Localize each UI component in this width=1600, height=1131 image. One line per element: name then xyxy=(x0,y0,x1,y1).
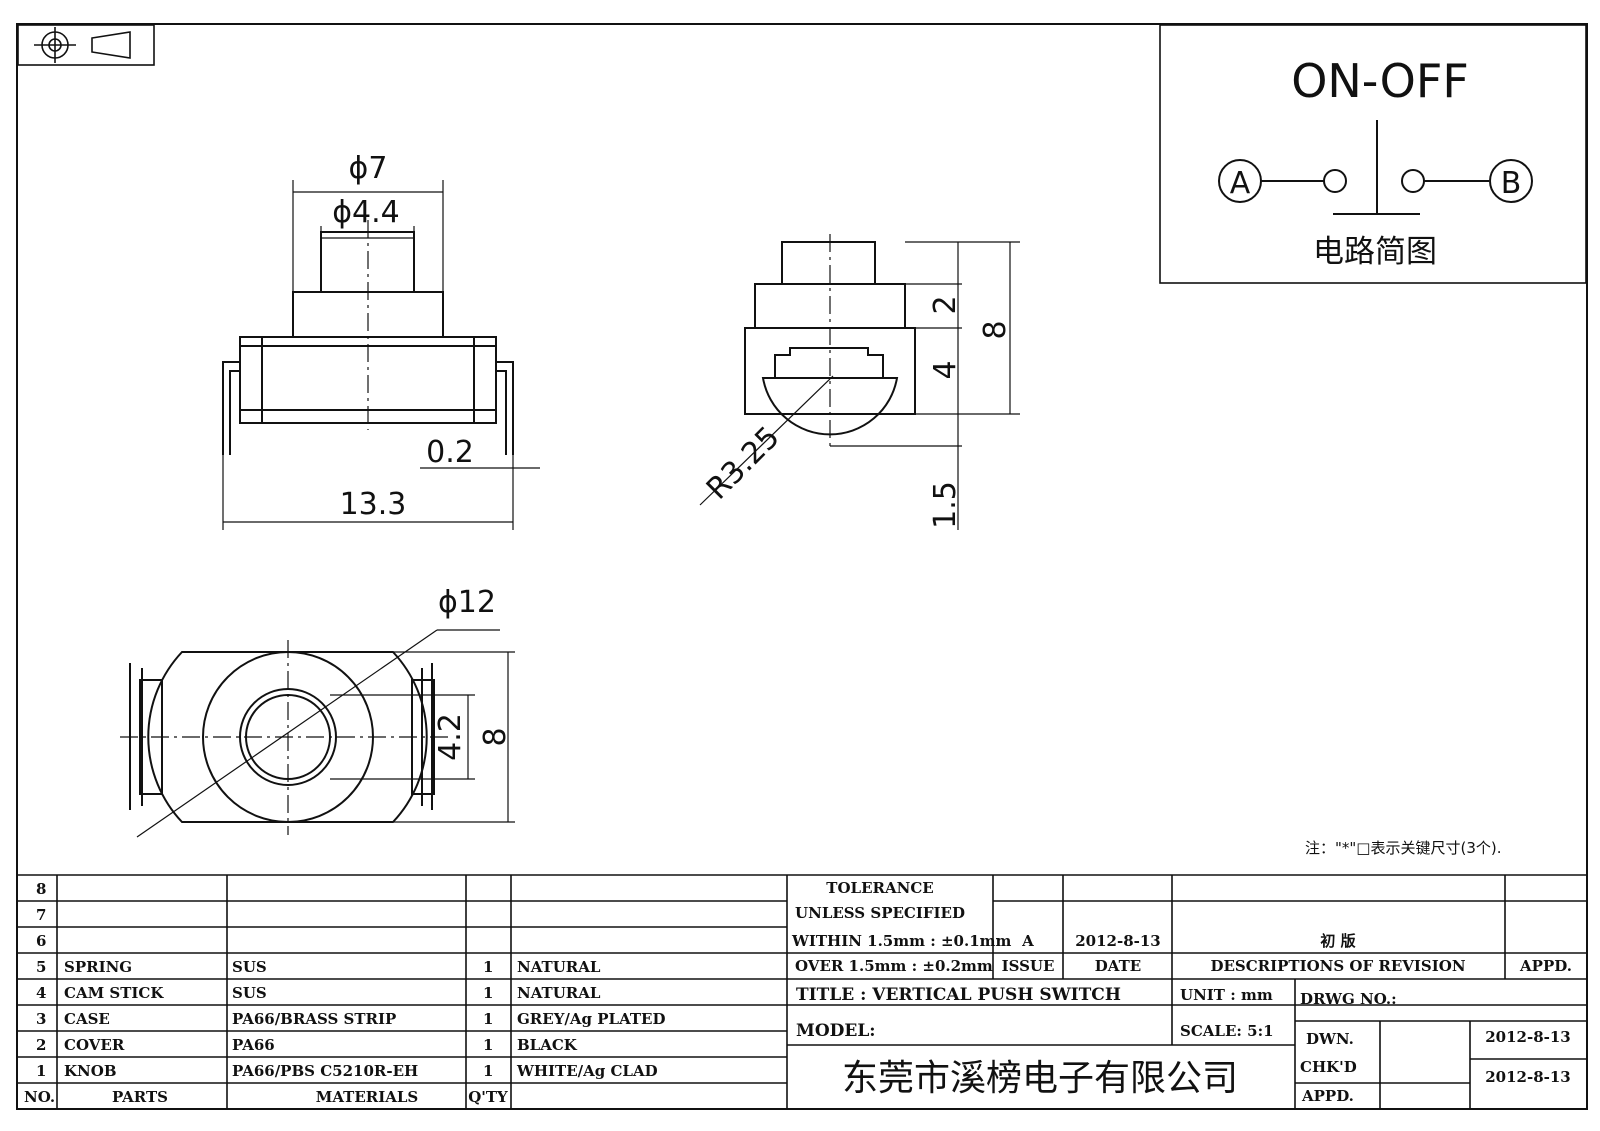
circuit-title: ON-OFF xyxy=(1291,54,1469,108)
bom-material: PA66/BRASS STRIP xyxy=(232,1010,396,1028)
bom-header-parts: PARTS xyxy=(112,1088,168,1106)
bom-header-qty: Q'TY xyxy=(468,1088,508,1106)
title-block-grid xyxy=(17,874,1587,1109)
front-view xyxy=(222,180,540,530)
bom-material: PA66 xyxy=(232,1036,275,1054)
side-view xyxy=(699,234,1020,530)
bom-no: 2 xyxy=(36,1036,46,1054)
bom-part: COVER xyxy=(64,1036,125,1054)
dim-bottom-8: 8 xyxy=(478,727,513,746)
bom-finish: NATURAL xyxy=(517,984,601,1002)
drawing-title: TITLE : VERTICAL PUSH SWITCH xyxy=(796,985,1121,1005)
bom-no: 4 xyxy=(36,984,46,1002)
bom-header-materials: MATERIALS xyxy=(316,1088,419,1106)
bom-no: 8 xyxy=(36,880,46,898)
bom-no: 1 xyxy=(36,1062,46,1080)
bom-header-no: NO. xyxy=(24,1088,55,1106)
tolerance-line1: TOLERANCE xyxy=(826,879,933,897)
approved-by-label: APPD. xyxy=(1301,1087,1354,1105)
dim-lead-thickness: 0.2 xyxy=(426,435,474,470)
tolerance-block: TOLERANCE UNLESS SPECIFIED WITHIN 1.5mm … xyxy=(791,879,1012,975)
bom-no: 3 xyxy=(36,1010,46,1028)
checked-by-label: CHK'D xyxy=(1300,1058,1357,1076)
bom-row: 3 CASE PA66/BRASS STRIP 1 GREY/Ag PLATED xyxy=(36,1010,666,1028)
tolerance-line3: WITHIN 1.5mm : ±0.1mm xyxy=(791,932,1012,950)
bom-material: SUS xyxy=(232,984,267,1002)
scale-label: SCALE: 5:1 xyxy=(1180,1022,1274,1040)
unit-label: UNIT : mm xyxy=(1180,986,1273,1004)
checked-date: 2012-8-13 xyxy=(1485,1068,1571,1086)
bom-qty: 1 xyxy=(483,958,493,976)
revision-header-issue: ISSUE xyxy=(1002,957,1055,975)
bom-row: 8 xyxy=(36,880,46,898)
bom-row: 5 SPRING SUS 1 NATURAL xyxy=(36,958,601,976)
bom-part: CASE xyxy=(64,1010,110,1028)
bom-row: 6 xyxy=(36,932,46,950)
bom-material: PA66/PBS C5210R-EH xyxy=(232,1062,418,1080)
revision-header-appd: APPD. xyxy=(1519,957,1572,975)
tolerance-line2: UNLESS SPECIFIED xyxy=(795,904,965,922)
bom-finish: WHITE/Ag CLAD xyxy=(516,1062,658,1080)
revision-date: 2012-8-13 xyxy=(1075,932,1161,950)
bom-qty: 1 xyxy=(483,1036,493,1054)
revision-header-desc: DESCRIPTIONS OF REVISION xyxy=(1210,957,1465,975)
front-view-dim-labels: ϕ7 ϕ4.4 0.2 13.3 xyxy=(332,151,474,522)
dim-height-4: 4 xyxy=(928,360,963,379)
bom-header: NO. PARTS MATERIALS Q'TY xyxy=(24,1088,508,1106)
bom-no: 5 xyxy=(36,958,46,976)
terminal-a-label: A xyxy=(1230,166,1251,201)
bom-finish: NATURAL xyxy=(517,958,601,976)
bom-row: 2 COVER PA66 1 BLACK xyxy=(36,1036,578,1054)
drawing-number-label: DRWG NO.: xyxy=(1300,990,1397,1008)
projection-symbol-icon xyxy=(17,24,155,66)
bom-part: SPRING xyxy=(64,958,132,976)
bom-part: KNOB xyxy=(64,1062,117,1080)
terminal-b-label: B xyxy=(1501,166,1522,201)
bom-table: 8 7 6 5 SPRING SUS 1 NATURAL 4 CAM STICK… xyxy=(24,880,666,1106)
circuit-caption: 电路简图 xyxy=(1313,234,1437,270)
title-block: TITLE : VERTICAL PUSH SWITCH UNIT : mm D… xyxy=(796,985,1571,1105)
terminal-b-icon xyxy=(1489,159,1533,203)
bom-material: SUS xyxy=(232,958,267,976)
bom-finish: GREY/Ag PLATED xyxy=(517,1010,666,1028)
dim-radius: R3.25 xyxy=(700,420,787,507)
dim-top-od: ϕ7 xyxy=(349,151,388,186)
drawn-by-label: DWN. xyxy=(1306,1030,1354,1048)
bottom-view xyxy=(120,629,515,838)
tolerance-line4: OVER 1.5mm : ±0.2mm xyxy=(795,957,993,975)
dim-height-1-5: 1.5 xyxy=(928,481,963,529)
bom-row: 1 KNOB PA66/PBS C5210R-EH 1 WHITE/Ag CLA… xyxy=(36,1062,658,1080)
bom-finish: BLACK xyxy=(517,1036,578,1054)
dim-height-2: 2 xyxy=(928,295,963,314)
bom-row: 4 CAM STICK SUS 1 NATURAL xyxy=(36,984,601,1002)
model-label: MODEL: xyxy=(796,1021,876,1041)
bom-qty: 1 xyxy=(483,1010,493,1028)
bom-no: 7 xyxy=(36,906,46,924)
revision-header-date: DATE xyxy=(1095,957,1141,975)
key-dimension-note: 注："*"□表示关键尺寸(3个). xyxy=(1305,839,1502,857)
bom-no: 6 xyxy=(36,932,46,950)
dim-bottom-4-2: 4.2 xyxy=(433,713,468,761)
bottom-view-dim-labels: ϕ12 4.2 8 xyxy=(433,585,513,761)
dim-width: 13.3 xyxy=(340,487,407,522)
dim-top-id: ϕ4.4 xyxy=(332,195,400,230)
circuit-diagram: ON-OFF A B 电路简图 xyxy=(1159,24,1587,284)
bom-qty: 1 xyxy=(483,984,493,1002)
side-view-dim-labels: 2 4 8 1.5 R3.25 xyxy=(700,295,1013,528)
revision-issue: A xyxy=(1021,932,1034,950)
company-name: 东莞市溪榜电子有限公司 xyxy=(842,1058,1238,1099)
revision-block: A 2012-8-13 初 版 ISSUE DATE DESCRIPTIONS … xyxy=(1002,932,1572,975)
bom-row: 7 xyxy=(36,906,46,924)
drawn-date: 2012-8-13 xyxy=(1485,1028,1571,1046)
bom-qty: 1 xyxy=(483,1062,493,1080)
dim-bottom-od: ϕ12 xyxy=(438,585,496,620)
sheet-border xyxy=(16,23,1588,1110)
revision-desc: 初 版 xyxy=(1320,932,1355,950)
bom-part: CAM STICK xyxy=(64,984,164,1002)
dim-height-8: 8 xyxy=(978,320,1013,339)
